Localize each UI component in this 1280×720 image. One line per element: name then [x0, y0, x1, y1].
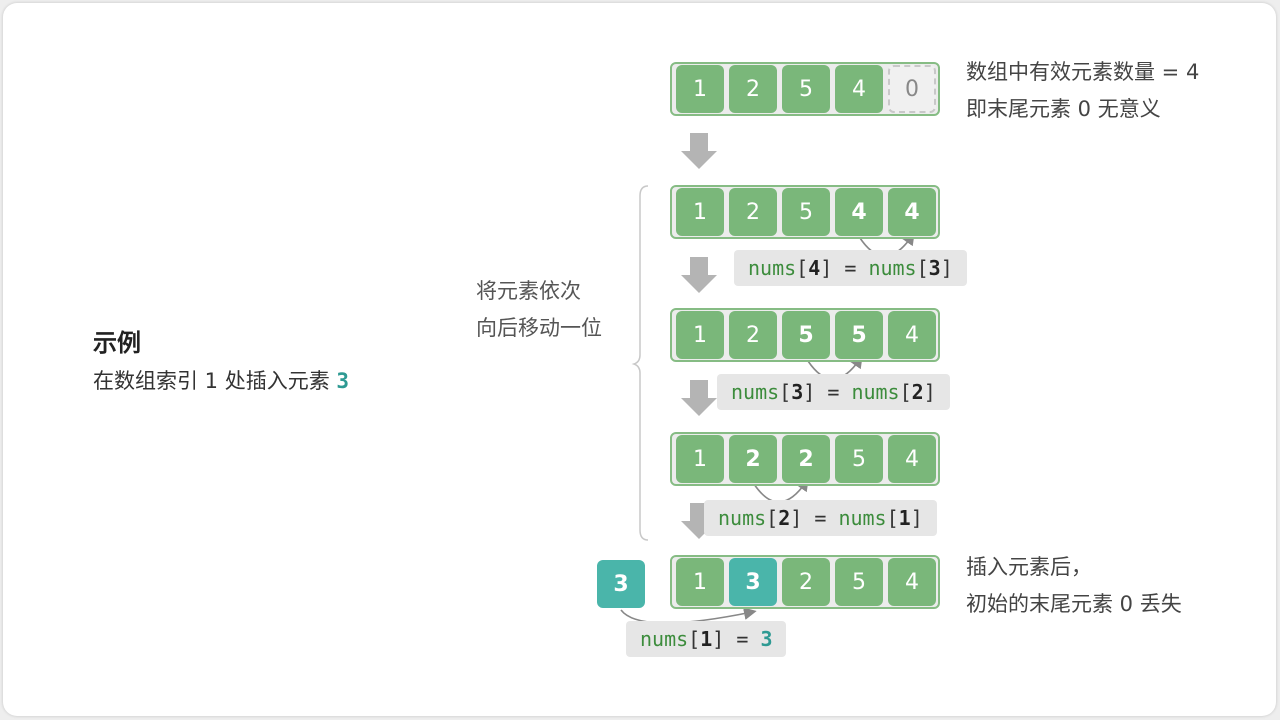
top-note-line-1: 数组中有效元素数量 = 4	[966, 60, 1200, 84]
code-label-2: nums[3] = nums[2]	[717, 374, 950, 410]
code-token: nums	[718, 506, 767, 530]
new-element-box: 3	[597, 560, 645, 608]
code-token: nums	[838, 506, 887, 530]
array-5-cell: 5	[835, 558, 883, 606]
array-4-cell: 4	[888, 435, 936, 483]
array-3-cell: 1	[676, 311, 724, 359]
array-1-cell: 1	[676, 65, 724, 113]
figure-subtitle: 在数组索引 1 处插入元素 3	[93, 365, 349, 395]
array-2-cell: 1	[676, 188, 724, 236]
code-token: ]	[940, 256, 953, 280]
down-arrow-3	[681, 380, 717, 416]
code-token: =	[724, 627, 761, 651]
array-4-cell: 1	[676, 435, 724, 483]
array-3-cell: 2	[729, 311, 777, 359]
array-3-cell: 5	[782, 311, 830, 359]
code-token: nums	[640, 627, 689, 651]
top-note-line-2: 即末尾元素 0 无意义	[966, 97, 1161, 121]
figure-title: 示例	[93, 329, 141, 357]
array-5-cell: 3	[729, 558, 777, 606]
code-token: [	[766, 506, 779, 530]
code-token: [	[886, 506, 899, 530]
array-5-cell: 1	[676, 558, 724, 606]
down-arrows	[681, 133, 717, 539]
group-brace	[631, 185, 649, 541]
code-token: ]	[790, 506, 803, 530]
array-3-cell: 4	[888, 311, 936, 359]
side-label-line-2: 向后移动一位	[476, 316, 602, 340]
code-token: 3	[760, 627, 773, 651]
down-arrow-2	[681, 257, 717, 293]
side-label-line-1: 将元素依次	[476, 279, 581, 303]
code-token: ]	[803, 380, 816, 404]
array-2-cell: 4	[835, 188, 883, 236]
code-label-3: nums[2] = nums[1]	[704, 500, 937, 536]
array-1-cell: 2	[729, 65, 777, 113]
code-token: [	[688, 627, 701, 651]
code-token: =	[832, 256, 869, 280]
array-2-cell: 2	[729, 188, 777, 236]
code-label-4: nums[1] = 3	[626, 621, 787, 657]
code-token: 1	[700, 627, 713, 651]
array-5-cell: 2	[782, 558, 830, 606]
code-token: nums	[748, 256, 797, 280]
array-2-cell: 5	[782, 188, 830, 236]
code-token: 2	[911, 380, 924, 404]
code-token: nums	[868, 256, 917, 280]
array-3-cell: 5	[835, 311, 883, 359]
array-1-cell: 0	[888, 65, 936, 113]
array-4-cell: 5	[835, 435, 883, 483]
subtitle-value: 3	[336, 369, 350, 393]
code-token: 1	[898, 506, 911, 530]
code-token: 4	[808, 256, 821, 280]
array-1-cell: 4	[835, 65, 883, 113]
array-5-cell: 4	[888, 558, 936, 606]
code-token: nums	[731, 380, 780, 404]
bottom-note-line-2: 初始的末尾元素 0 丢失	[966, 592, 1182, 616]
down-arrow-1	[681, 133, 717, 169]
code-token: 2	[778, 506, 791, 530]
code-token: 3	[791, 380, 804, 404]
code-token: =	[802, 506, 839, 530]
code-token: [	[916, 256, 929, 280]
code-token: nums	[851, 380, 900, 404]
code-token: ]	[910, 506, 923, 530]
code-label-1: nums[4] = nums[3]	[734, 250, 967, 286]
code-token: ]	[923, 380, 936, 404]
array-4-cell: 2	[782, 435, 830, 483]
subtitle-text: 在数组索引 1 处插入元素	[93, 369, 337, 393]
code-token: ]	[712, 627, 725, 651]
code-token: [	[899, 380, 912, 404]
array-1-cell: 5	[782, 65, 830, 113]
array-2-cell: 4	[888, 188, 936, 236]
code-token: [	[779, 380, 792, 404]
array-4-cell: 2	[729, 435, 777, 483]
code-token: [	[796, 256, 809, 280]
code-token: 3	[928, 256, 941, 280]
bottom-note-line-1: 插入元素后，	[966, 555, 1092, 579]
code-token: =	[815, 380, 852, 404]
code-token: ]	[820, 256, 833, 280]
